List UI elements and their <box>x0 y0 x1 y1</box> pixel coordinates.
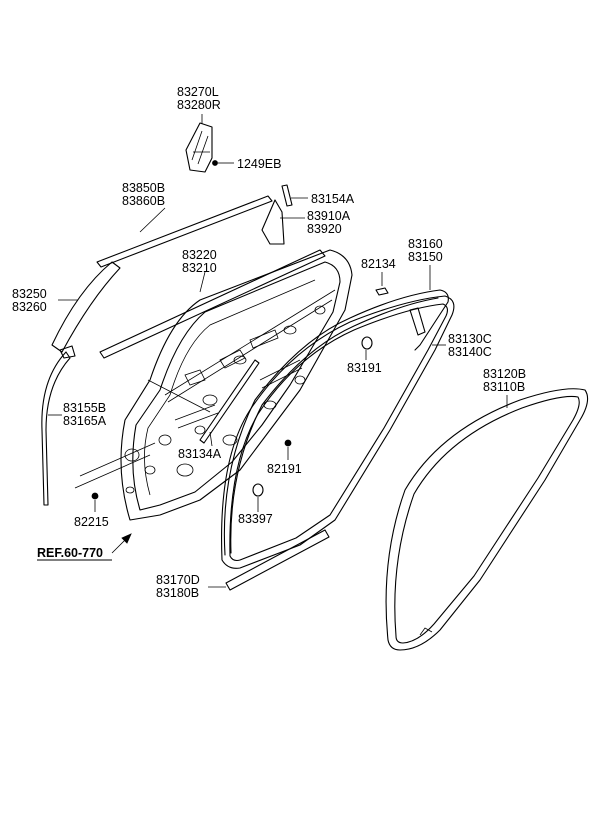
label-83191: 83191 <box>347 361 382 375</box>
part-1249eb-screw <box>212 160 234 166</box>
label-82191: 82191 <box>267 462 302 476</box>
part-83155-weatherstrip <box>41 351 71 506</box>
part-83250-pillar <box>51 261 121 359</box>
part-83397-plug <box>252 483 264 512</box>
part-82215-screw <box>74 379 211 512</box>
label-82134: 82134 <box>361 257 396 271</box>
part-83270-bracket <box>185 114 213 173</box>
part-83910-corner <box>261 199 305 245</box>
part-83130-weatherstrip <box>221 295 455 569</box>
part-82134-clip <box>375 272 389 296</box>
label-83134: 83134A <box>178 447 222 461</box>
ref-label[interactable]: REF.60-770 <box>37 546 103 560</box>
ref-arrow <box>111 533 132 554</box>
label-83154: 83154A <box>311 192 355 206</box>
door-panel <box>120 249 353 521</box>
part-83160-seal <box>223 265 449 556</box>
label-83397: 83397 <box>238 512 273 526</box>
part-83170-lower-strip <box>208 529 330 591</box>
part-83134a-strip <box>199 359 260 447</box>
label-1249eb: 1249EB <box>237 157 281 171</box>
ref-label-group[interactable]: REF.60-770 <box>37 546 112 561</box>
part-83191-plug <box>361 336 373 360</box>
part-83120-body-weatherstrip <box>385 388 589 651</box>
part-83220-glassrun <box>99 249 326 359</box>
part-83850-strip <box>96 195 273 268</box>
part-83154a <box>281 184 308 207</box>
label-82215: 82215 <box>74 515 109 529</box>
part-82191-bolt <box>284 439 292 460</box>
